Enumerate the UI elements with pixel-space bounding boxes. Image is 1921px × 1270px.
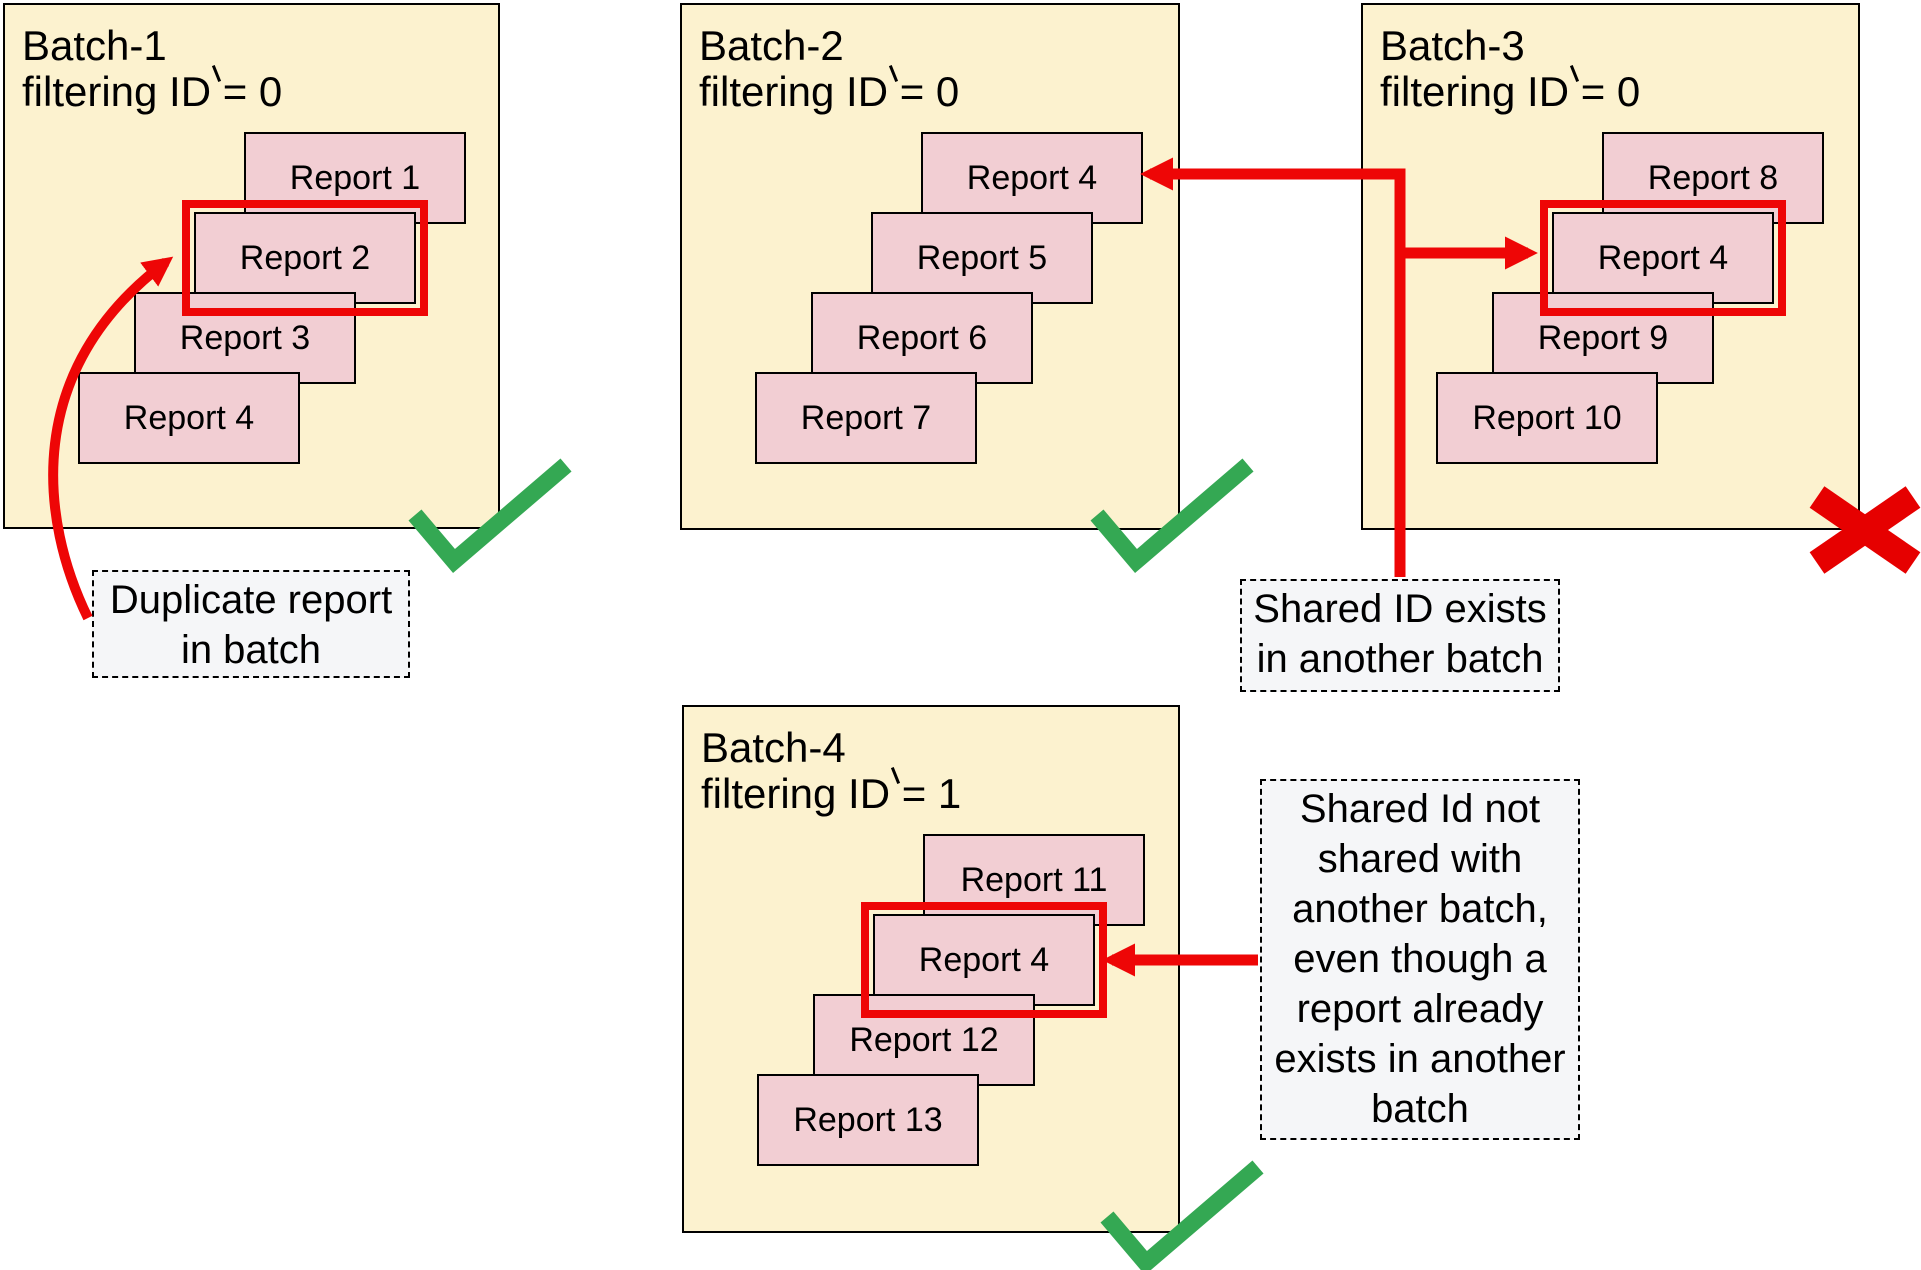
report-card: Report 12 (813, 994, 1035, 1086)
batch-title-line2: filtering ID = 0 (1380, 68, 1641, 115)
note-line: report already (1296, 987, 1544, 1031)
report-label: Report 12 (849, 1020, 999, 1059)
batch-title-line1: Batch-2 (699, 22, 844, 69)
report-card: Report 10 (1436, 372, 1658, 464)
report-label: Report 5 (916, 238, 1048, 277)
batch-title-line2: filtering ID = 1 (701, 770, 962, 817)
note-line: in another batch (1256, 637, 1544, 681)
report-card: Report 6 (811, 292, 1033, 384)
report-card: Report 4 (78, 372, 300, 464)
report-card: Report 11 (923, 834, 1145, 926)
note-line: even though a (1293, 937, 1547, 981)
batch-4-highlight-frame (861, 902, 1107, 1018)
report-card: Report 13 (757, 1074, 979, 1166)
report-label: Report 11 (960, 860, 1108, 899)
report-label: Report 3 (179, 318, 311, 357)
shared-id-not-shared-note: Shared Id not shared with another batch, ev… (1260, 779, 1580, 1140)
report-card: Report 5 (871, 212, 1093, 304)
note-line: Shared ID exists (1253, 587, 1547, 631)
report-label: Report 7 (800, 398, 932, 437)
batch-title-line1: Batch-4 (701, 724, 846, 771)
report-label: Report 4 (918, 940, 1050, 979)
report-card: Report 3 (134, 292, 356, 384)
note-line: another batch, (1292, 887, 1548, 931)
batch-3-highlight-frame (1540, 200, 1786, 316)
report-label: Report 1 (289, 158, 421, 197)
note-line: in batch (180, 628, 322, 672)
report-label: Report 4 (1597, 238, 1729, 277)
report-card: Report 8 (1602, 132, 1824, 224)
note-line: batch (1371, 1087, 1469, 1131)
report-label: Report 6 (856, 318, 988, 357)
report-label: Report 9 (1537, 318, 1669, 357)
duplicate-report-note: Duplicate report in batch (92, 570, 410, 678)
note-line: Duplicate report (109, 578, 393, 622)
report-card: Report 4 (1552, 212, 1774, 304)
batch-title-line2: filtering ID = 0 (22, 68, 283, 115)
batch-title-line2: filtering ID = 0 (699, 68, 960, 115)
note-line: shared with (1317, 837, 1523, 881)
report-label: Report 10 (1472, 398, 1622, 437)
note-line: Shared Id not (1299, 787, 1541, 831)
shared-id-exists-note: Shared ID exists in another batch (1240, 579, 1560, 692)
batch-title-line1: Batch-3 (1380, 22, 1525, 69)
note-line: exists in another (1274, 1037, 1566, 1081)
report-label: Report 13 (793, 1100, 943, 1139)
report-label: Report 8 (1647, 158, 1779, 197)
report-label: Report 4 (123, 398, 255, 437)
batch-1-highlight-frame (182, 200, 428, 316)
report-label: Report 4 (966, 158, 1098, 197)
report-card: Report 4 (921, 132, 1143, 224)
batch-title-line1: Batch-1 (22, 22, 167, 69)
report-card: Report 7 (755, 372, 977, 464)
report-label: Report 2 (239, 238, 371, 277)
